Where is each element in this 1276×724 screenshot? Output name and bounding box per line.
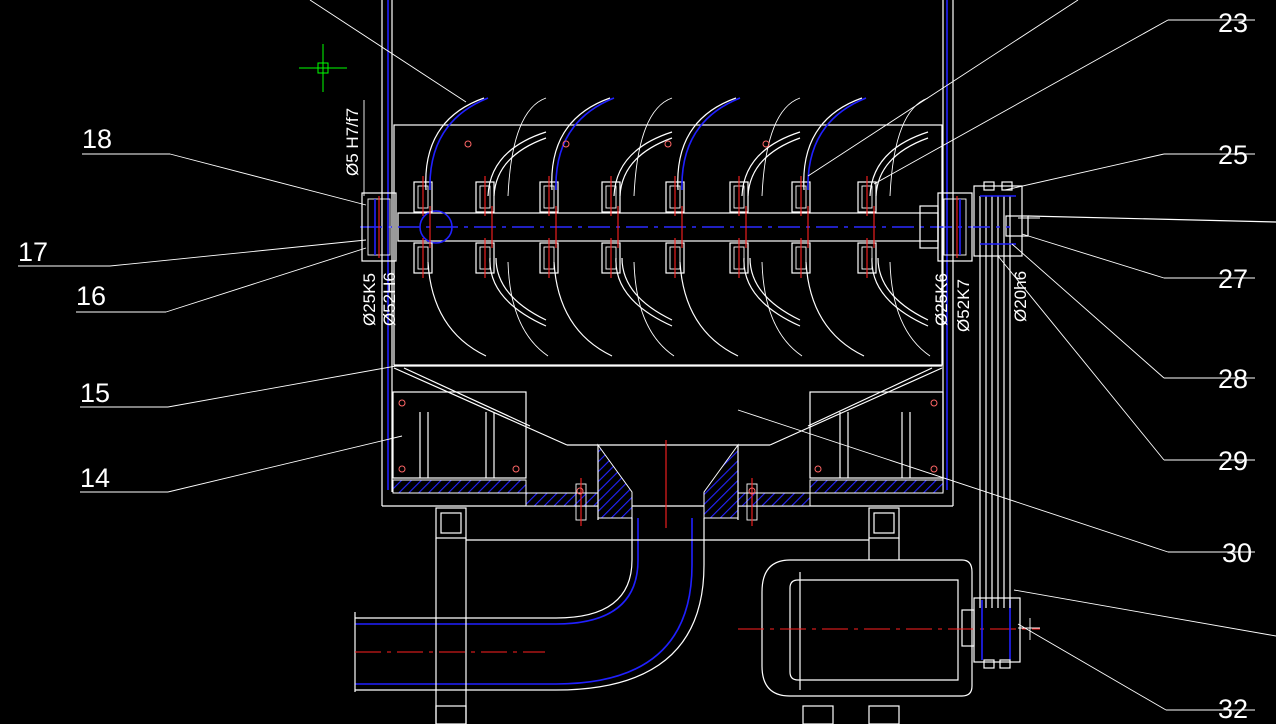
blade-assembly <box>539 97 615 357</box>
fastener-dot <box>398 465 406 473</box>
label-part-14: 14 <box>80 463 110 493</box>
blade-assembly <box>791 97 867 357</box>
tolerance-pin: Ø5 H7/f7 <box>343 108 362 176</box>
fastener-dot <box>512 465 520 473</box>
tolerance-right-shaft: Ø25K6 <box>932 273 951 326</box>
label-part-18: 18 <box>82 124 112 154</box>
tolerance-pulley-shaft: Ø20h6 <box>1011 271 1030 322</box>
label-part-28: 28 <box>1218 364 1248 394</box>
blade-assembly <box>857 97 931 357</box>
discharge-funnel <box>392 367 944 528</box>
housing-frame <box>381 0 954 507</box>
tolerance-left-shaft: Ø25K5 <box>360 273 379 326</box>
fastener-dot <box>930 465 938 473</box>
label-part-17: 17 <box>18 237 48 267</box>
label-part-30: 30 <box>1222 538 1252 568</box>
label-part-27: 27 <box>1218 264 1248 294</box>
crosshair-cursor-icon <box>299 44 347 92</box>
blade-assembly <box>729 97 803 357</box>
label-part-29: 29 <box>1218 446 1248 476</box>
tolerance-right-housing: Ø52K7 <box>954 279 973 332</box>
blade-assembly <box>413 97 489 357</box>
fastener-dot <box>664 140 672 148</box>
support-frame <box>435 507 900 724</box>
v-belt-drive <box>973 181 1276 608</box>
label-part-23: 23 <box>1218 8 1248 38</box>
fastener-dot <box>562 140 570 148</box>
fastener-dots <box>398 140 938 495</box>
fastener-dot <box>762 140 770 148</box>
label-part-32: 32 <box>1218 694 1248 724</box>
fastener-dot <box>464 140 472 148</box>
part-labels: 18 17 16 15 14 23 25 27 28 29 30 32 <box>18 8 1252 724</box>
fastener-dot <box>814 465 822 473</box>
fastener-dot <box>748 487 756 495</box>
tolerance-labels: Ø5 H7/f7 Ø25K5 Ø52H6 Ø25K6 Ø52K7 Ø20h6 <box>343 108 1030 332</box>
leader-lines <box>18 0 1276 711</box>
rotor-blades <box>413 97 931 357</box>
label-part-25: 25 <box>1218 140 1248 170</box>
tolerance-left-housing: Ø52H6 <box>380 272 399 326</box>
blade-assembly <box>475 97 549 357</box>
blade-assembly <box>665 97 741 357</box>
label-part-16: 16 <box>76 281 106 311</box>
electric-motor <box>738 559 1040 697</box>
discharge-elbow-pipe <box>354 518 705 692</box>
fastener-dot <box>930 399 938 407</box>
blade-assembly <box>601 97 675 357</box>
rotor-shaft <box>360 192 1010 262</box>
fastener-dot <box>576 487 584 495</box>
label-part-15: 15 <box>80 378 110 408</box>
fastener-dot <box>398 399 406 407</box>
